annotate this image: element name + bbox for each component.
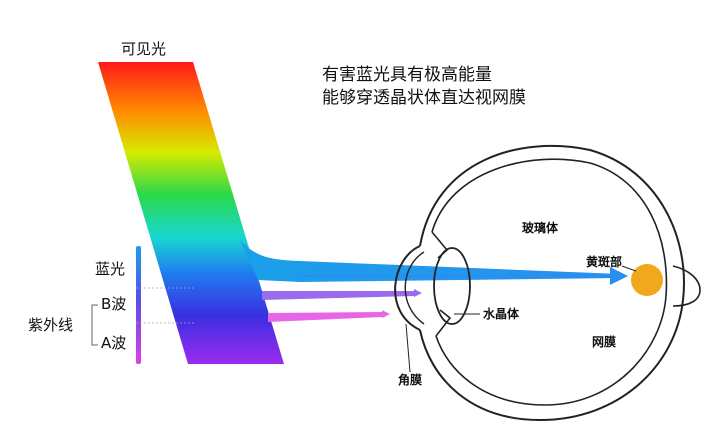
uvb-ray: [262, 291, 415, 300]
headline-line-2: 能够穿透晶状体直达视网膜: [322, 88, 526, 108]
retina-label: 网膜: [592, 335, 617, 349]
macula-label: 黄斑部: [586, 255, 623, 269]
cornea-pointer: [405, 323, 411, 373]
ultraviolet-label: 紫外线: [28, 316, 74, 334]
ultraviolet-bracket: [91, 304, 98, 346]
lens-outline: [433, 247, 471, 325]
uva-ray: [268, 312, 382, 322]
blue-light-beam: [240, 240, 620, 282]
macula-spot: [631, 264, 663, 296]
headline: 有害蓝光具有极高能量 能够穿透晶状体直达视网膜: [322, 64, 526, 110]
vitreous-label: 玻璃体: [522, 221, 559, 235]
visible-spectrum-band: [98, 62, 284, 364]
macula-pointer: [621, 265, 637, 272]
headline-line-1: 有害蓝光具有极高能量: [322, 65, 492, 85]
visible-light-label: 可见光: [121, 40, 167, 58]
cornea-label: 角膜: [398, 373, 423, 387]
wavelength-scale-bar: [136, 246, 141, 364]
eyeball: [394, 144, 701, 422]
blue-light-label: 蓝光: [95, 260, 126, 278]
lens-label: 水晶体: [483, 307, 520, 321]
uva-label: A波: [101, 334, 127, 352]
cornea-outline: [394, 245, 421, 331]
uvb-label: B波: [101, 295, 127, 313]
